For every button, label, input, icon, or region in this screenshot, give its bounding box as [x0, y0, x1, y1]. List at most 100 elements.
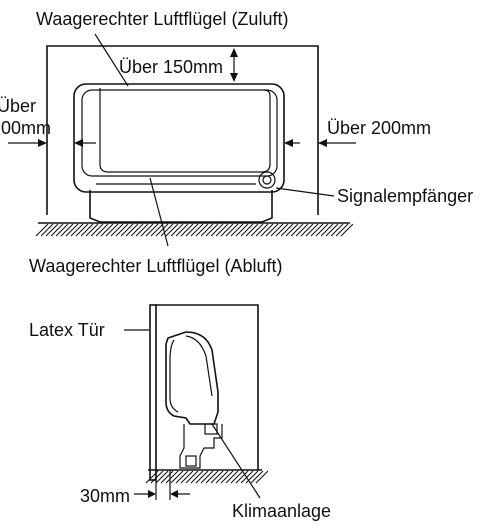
- left-clearance-arrowhead-inner: [74, 139, 83, 147]
- side-view-figure: [124, 304, 269, 500]
- hatch-stroke: [70, 223, 84, 237]
- hatch-stroke: [280, 223, 294, 237]
- hatch-stroke: [85, 223, 99, 237]
- hatch-stroke: [35, 223, 49, 237]
- hatch-stroke: [215, 223, 229, 237]
- hatch-stroke: [80, 223, 94, 237]
- right-clearance-arrowhead-inner: [284, 139, 293, 147]
- hatch-stroke: [335, 223, 349, 237]
- indoor-unit-front-panel: [81, 89, 278, 177]
- side-floor-hatching: [145, 470, 269, 484]
- hatch-stroke: [300, 223, 314, 237]
- hatch-stroke: [165, 470, 179, 484]
- gap-arrowhead-left: [148, 490, 156, 498]
- hatch-stroke: [215, 470, 229, 484]
- hatch-stroke: [255, 470, 269, 484]
- hatch-stroke: [205, 470, 219, 484]
- hatch-stroke: [125, 223, 139, 237]
- hatch-stroke: [250, 470, 264, 484]
- hatch-stroke: [230, 223, 244, 237]
- side-unit-stand: [179, 424, 223, 469]
- hatch-stroke: [245, 223, 259, 237]
- hatch-stroke: [110, 223, 124, 237]
- hatch-stroke: [200, 470, 214, 484]
- hatch-stroke: [245, 470, 259, 484]
- hatch-stroke: [40, 223, 54, 237]
- hatch-stroke: [135, 223, 149, 237]
- hatch-stroke: [45, 223, 59, 237]
- hatch-stroke: [190, 223, 204, 237]
- hatch-stroke: [170, 223, 184, 237]
- hatch-stroke: [50, 223, 64, 237]
- hatch-stroke: [155, 223, 169, 237]
- top-clearance-arrowhead-down: [230, 73, 238, 82]
- hatch-stroke: [325, 223, 339, 237]
- hatch-stroke: [60, 223, 74, 237]
- hatch-stroke: [180, 223, 194, 237]
- hatch-stroke: [100, 223, 114, 237]
- hatch-stroke: [75, 223, 89, 237]
- hatch-stroke: [160, 223, 174, 237]
- right-clearance-arrowhead-outer: [318, 139, 327, 147]
- door-panel: [149, 304, 157, 481]
- hatch-stroke: [65, 223, 79, 237]
- hatch-stroke: [105, 223, 119, 237]
- side-unit-inner-line: [185, 335, 213, 397]
- left-clearance-arrowhead-outer: [38, 139, 47, 147]
- hatch-stroke: [200, 223, 214, 237]
- hatch-stroke: [235, 470, 249, 484]
- hatch-stroke: [140, 223, 154, 237]
- side-unit-profile: [165, 331, 219, 425]
- side-unit-front-curve: [169, 339, 179, 413]
- wall-outline: [46, 45, 319, 215]
- hatch-stroke: [120, 223, 134, 237]
- hatch-stroke: [250, 223, 264, 237]
- hatch-stroke: [225, 470, 239, 484]
- hatch-stroke: [160, 470, 174, 484]
- hatch-stroke: [330, 223, 344, 237]
- hatch-stroke: [265, 223, 279, 237]
- hatch-stroke: [220, 223, 234, 237]
- hatch-stroke: [225, 223, 239, 237]
- hatch-stroke: [55, 223, 69, 237]
- label-clearance-top: Über 150mm: [119, 57, 223, 77]
- indoor-unit-body: [73, 83, 285, 193]
- hatch-stroke: [175, 470, 189, 484]
- side-unit-foot: [185, 455, 197, 467]
- hatch-stroke: [195, 223, 209, 237]
- hatch-stroke: [165, 223, 179, 237]
- hatch-stroke: [190, 470, 204, 484]
- label-clearance-left-line1: Über: [0, 96, 36, 116]
- hatch-stroke: [205, 223, 219, 237]
- gap-arrowhead-right: [170, 490, 178, 498]
- hatch-stroke: [305, 223, 319, 237]
- hatch-stroke: [235, 223, 249, 237]
- side-unit-drain-block: [204, 423, 218, 435]
- hatch-stroke: [170, 470, 184, 484]
- hatch-stroke: [285, 223, 299, 237]
- hatch-stroke: [220, 470, 234, 484]
- hatch-stroke: [150, 470, 164, 484]
- front-panel-window: [99, 88, 271, 173]
- hatch-stroke: [260, 223, 274, 237]
- signal-receiver-sensor-inner: [262, 175, 272, 185]
- label-unit: Klimaanlage: [232, 501, 331, 521]
- leader-unit: [211, 423, 261, 499]
- hatch-stroke: [195, 470, 209, 484]
- label-clearance-right: Über 200mm: [327, 118, 431, 138]
- hatch-stroke: [185, 470, 199, 484]
- leader-bottom-vane: [149, 177, 169, 247]
- leader-top-vane: [94, 33, 129, 87]
- hatch-stroke: [240, 223, 254, 237]
- label-door: Latex Tür: [29, 320, 105, 340]
- signal-receiver-sensor: [258, 171, 276, 189]
- unit-base: [89, 190, 273, 223]
- hatch-stroke: [210, 470, 224, 484]
- hatch-stroke: [310, 223, 324, 237]
- side-wall-outline: [156, 304, 259, 470]
- hatch-stroke: [315, 223, 329, 237]
- floor-hatching: [35, 223, 354, 237]
- hatch-stroke: [155, 470, 169, 484]
- hatch-stroke: [130, 223, 144, 237]
